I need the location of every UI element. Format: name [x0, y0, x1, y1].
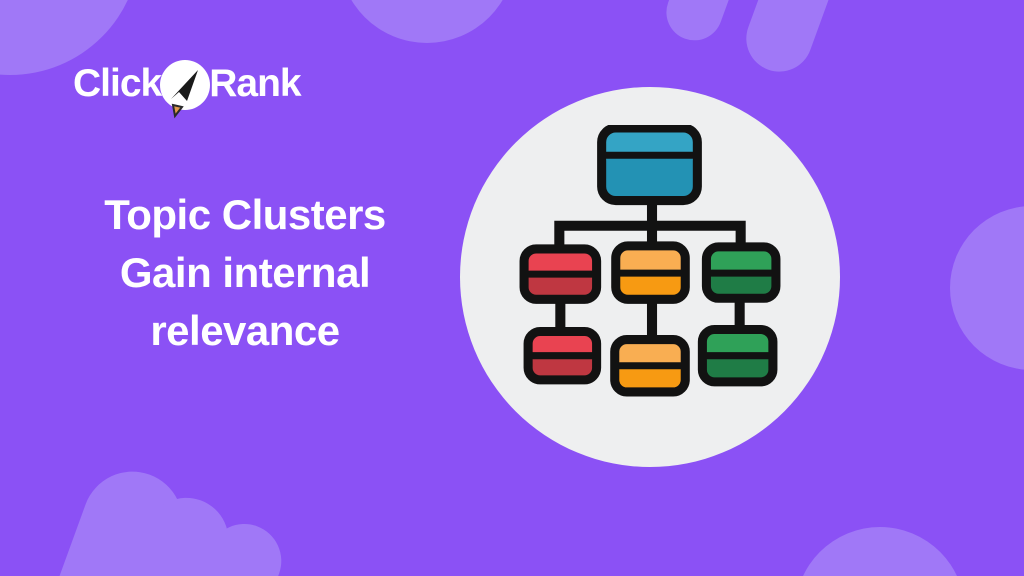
- background-blob-circle-right: [950, 206, 1024, 370]
- topic-cluster-diagram: [519, 125, 781, 397]
- node-cluster-1: [519, 244, 602, 304]
- logo-text-rank: Rank: [209, 62, 301, 105]
- background-blob-circle-topcenter: [339, 0, 515, 43]
- headline-line-2: Gain internal: [119, 249, 371, 296]
- node-subtopic-2: [610, 335, 690, 397]
- illustration-circle: [460, 87, 840, 467]
- background-blob-circle-bottomright: [795, 527, 965, 576]
- node-subtopic-3: [697, 324, 778, 387]
- background-blob-finger-top-1: [658, 0, 750, 49]
- node-cluster-3: [701, 242, 781, 303]
- headline-line-1: Topic Clusters: [104, 191, 386, 238]
- headline-line-3: relevance: [150, 307, 340, 354]
- cursor-rocket-icon-svg: [160, 60, 211, 119]
- background-blob-finger-top-2: [737, 0, 849, 81]
- logo-text-click: Click: [73, 62, 162, 105]
- node-subtopic-1: [523, 326, 602, 385]
- brand-logo: Click Rank: [73, 57, 302, 119]
- page-title: Topic Clusters Gain internal relevance: [55, 186, 435, 360]
- cursor-rocket-icon: [158, 59, 212, 119]
- node-pillar-topic: [597, 125, 702, 206]
- node-cluster-2: [611, 241, 690, 304]
